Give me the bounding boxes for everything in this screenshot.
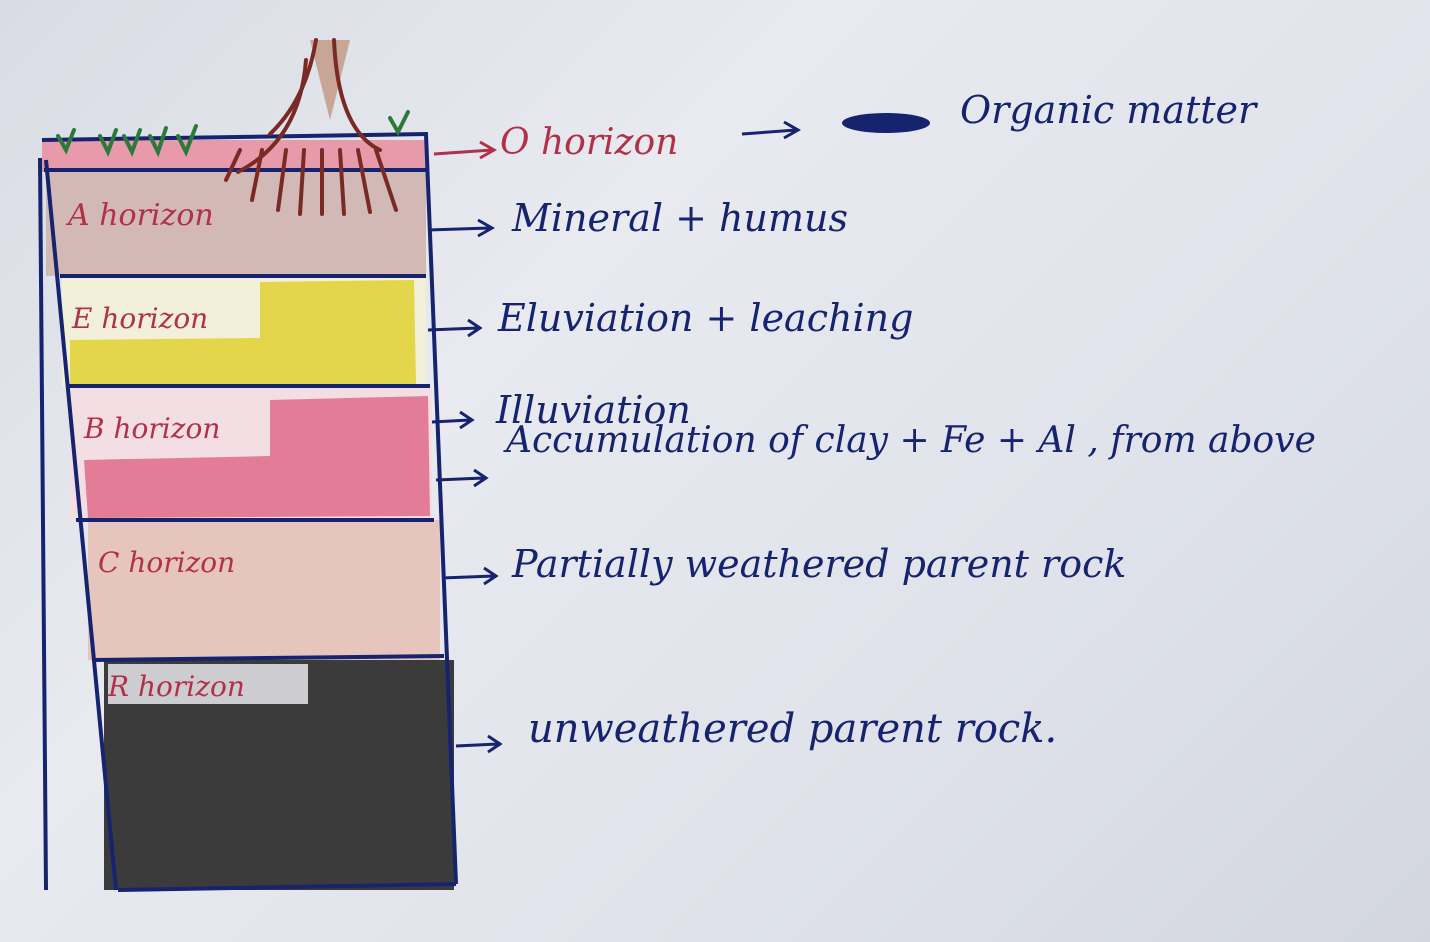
a-horizon-label: A horizon [68, 198, 214, 233]
b-horizon-label: B horizon [84, 412, 221, 445]
a-horizon-layer [46, 172, 426, 276]
arrow-c [441, 566, 499, 586]
arrows [427, 120, 802, 754]
r-horizon-description: unweathered parent rock. [528, 706, 1058, 752]
b-horizon-description: Illuviation [496, 388, 691, 432]
r-horizon-label: R horizon [108, 670, 245, 703]
b-horizon-pink-fill [84, 396, 430, 518]
b-horizon-description-2: Accumulation of clay + Fe + Al , from ab… [506, 420, 1316, 461]
arrow-a [427, 218, 496, 238]
c-horizon-label: C horizon [98, 546, 236, 579]
a-horizon-description: Mineral + humus [512, 196, 848, 240]
arrow-o [433, 140, 498, 160]
grass-icon [56, 110, 410, 158]
arrow-b2 [435, 468, 489, 488]
arrow-r [455, 734, 503, 754]
e-horizon-label: E horizon [72, 302, 209, 335]
tree-icon [224, 38, 398, 216]
o-horizon-note: Organic matter [960, 88, 1257, 132]
organic-matter-scribble-icon [842, 113, 930, 133]
o-horizon-label: O horizon [500, 122, 679, 163]
arrow-b1 [431, 410, 475, 430]
e-horizon-yellow-fill [70, 280, 416, 384]
c-horizon-description: Partially weathered parent rock [512, 542, 1127, 586]
soil-column [42, 140, 454, 890]
e-horizon-description: Eluviation + leaching [498, 296, 914, 340]
c-horizon-layer [88, 520, 440, 660]
r-horizon-light-strip [108, 664, 308, 704]
arrow-o-note [741, 120, 802, 140]
arrow-e [427, 318, 483, 338]
